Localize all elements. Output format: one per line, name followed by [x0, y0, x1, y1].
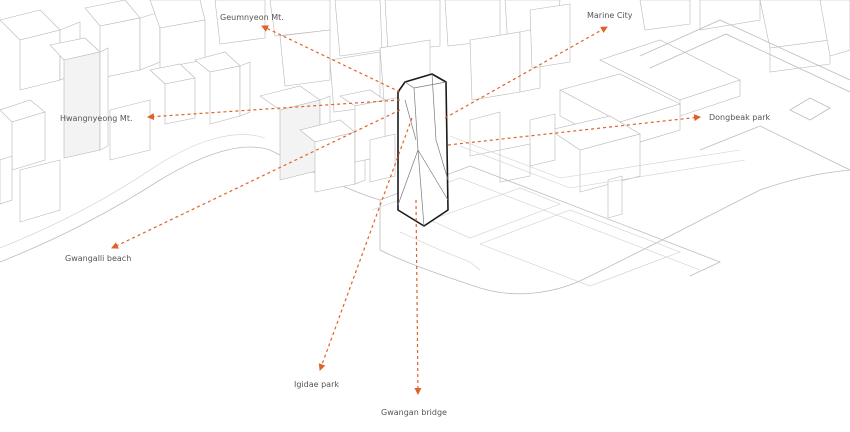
label-hwangnyeong: Hwangnyeong Mt. — [60, 114, 133, 123]
arrow-gwangan-bridge — [416, 200, 418, 394]
label-dongbeak: Dongbeak park — [709, 113, 771, 122]
label-gwangalli: Gwangalli beach — [65, 254, 131, 263]
tower-outline — [398, 74, 448, 226]
label-geumnyeon: Geumnyeon Mt. — [220, 13, 284, 22]
label-igidae: Igidae park — [294, 380, 339, 389]
label-marine-city: Marine City — [587, 11, 633, 20]
tower — [398, 74, 448, 226]
label-gwangan-bridge: Gwangan bridge — [381, 408, 447, 417]
